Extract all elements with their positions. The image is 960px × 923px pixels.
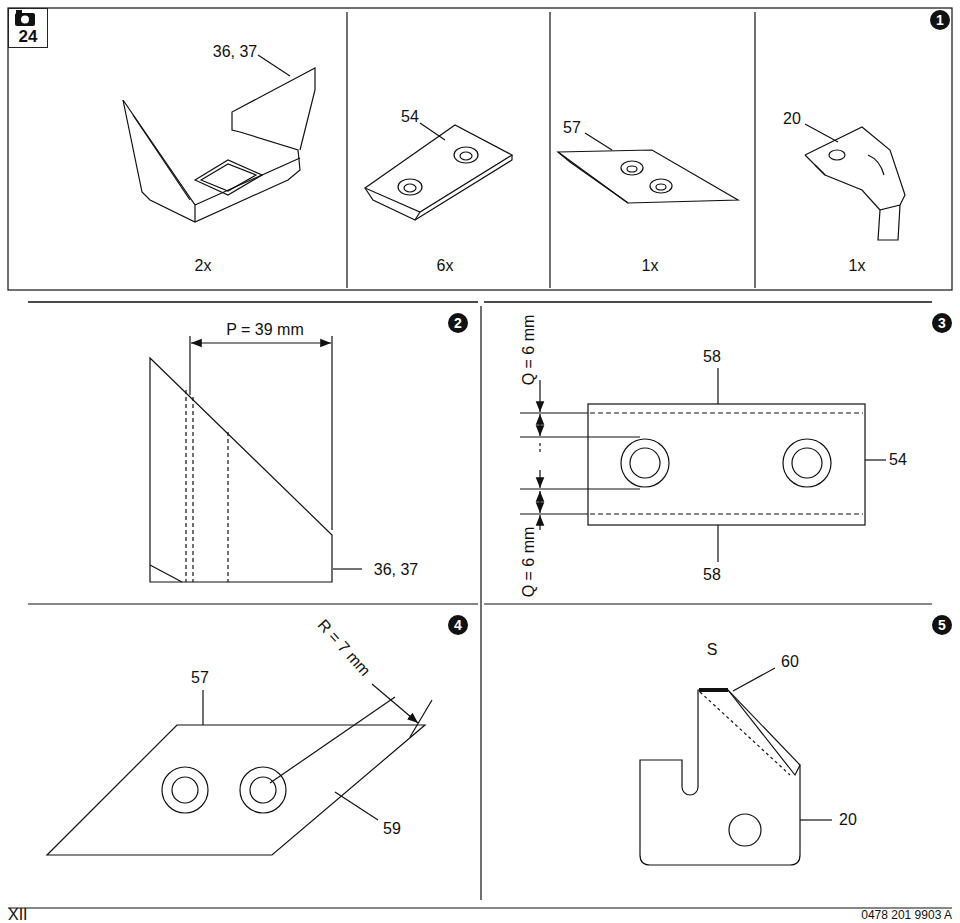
part-number: 58 — [703, 349, 721, 365]
part-number: 36, 37 — [374, 562, 418, 578]
step-number: 3 — [938, 316, 946, 330]
part-number: 58 — [703, 567, 721, 583]
page-number: XII — [8, 907, 28, 923]
part-number: 36, 37 — [213, 44, 257, 60]
point-label: S — [707, 642, 718, 658]
dimension: Q = 6 mm — [521, 315, 537, 386]
document-number: 0478 201 9903 A — [861, 909, 952, 921]
part-number: 20 — [839, 812, 857, 828]
step-number: 2 — [454, 316, 462, 330]
step-number: 1 — [936, 13, 944, 27]
quantity: 6x — [437, 258, 454, 274]
part-number: 54 — [889, 452, 907, 468]
dimension: Q = 6 mm — [521, 527, 537, 598]
part-number: 60 — [781, 654, 799, 670]
dimension: R = 7 mm — [315, 617, 374, 680]
quantity: 1x — [642, 258, 659, 274]
part-number: 57 — [191, 670, 209, 686]
quantity: 2x — [195, 258, 212, 274]
dimension: P = 39 mm — [226, 322, 304, 338]
part-number: 59 — [383, 821, 401, 837]
panel-frame — [8, 8, 952, 290]
step-number: 4 — [454, 618, 462, 632]
quantity: 1x — [849, 258, 866, 274]
icon-box: 24 — [8, 8, 48, 48]
part-number: 54 — [401, 109, 419, 125]
part-number: 57 — [563, 120, 581, 136]
page-number: 24 — [9, 28, 47, 45]
step-number: 5 — [938, 618, 946, 632]
part-number: 20 — [783, 111, 801, 127]
